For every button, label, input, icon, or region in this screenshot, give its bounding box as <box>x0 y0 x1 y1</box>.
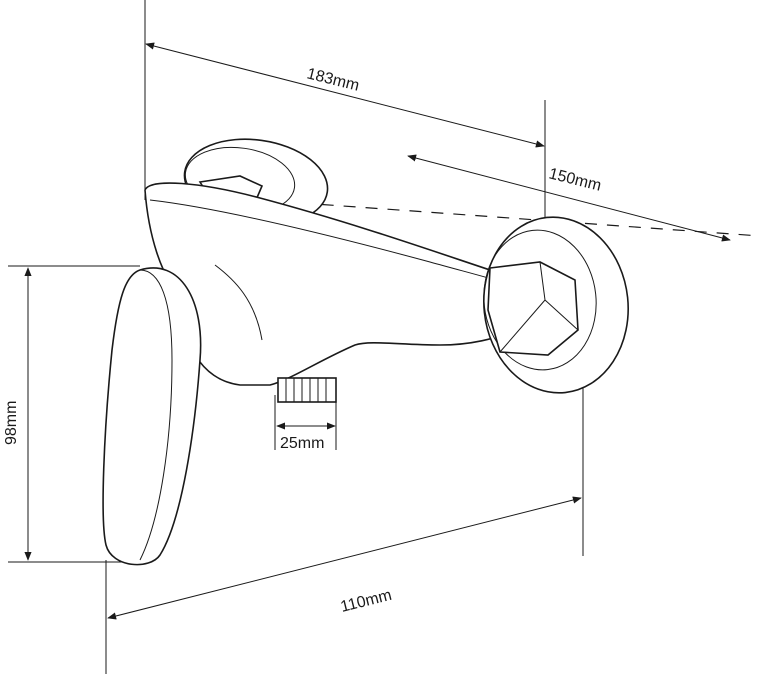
dim-line-150 <box>407 154 731 242</box>
label-25mm: 25mm <box>280 435 324 452</box>
label-110mm: 110mm <box>339 587 394 616</box>
label-183mm: 183mm <box>305 65 361 94</box>
label-98mm: 98mm <box>3 401 20 445</box>
dim-line-110 <box>107 496 582 620</box>
outlet-connector <box>277 377 337 403</box>
dim-line-183 <box>145 42 545 148</box>
dimension-lines <box>24 42 731 620</box>
front-flange <box>483 216 629 394</box>
label-150mm: 150mm <box>547 165 603 194</box>
lever-handle <box>102 267 202 566</box>
